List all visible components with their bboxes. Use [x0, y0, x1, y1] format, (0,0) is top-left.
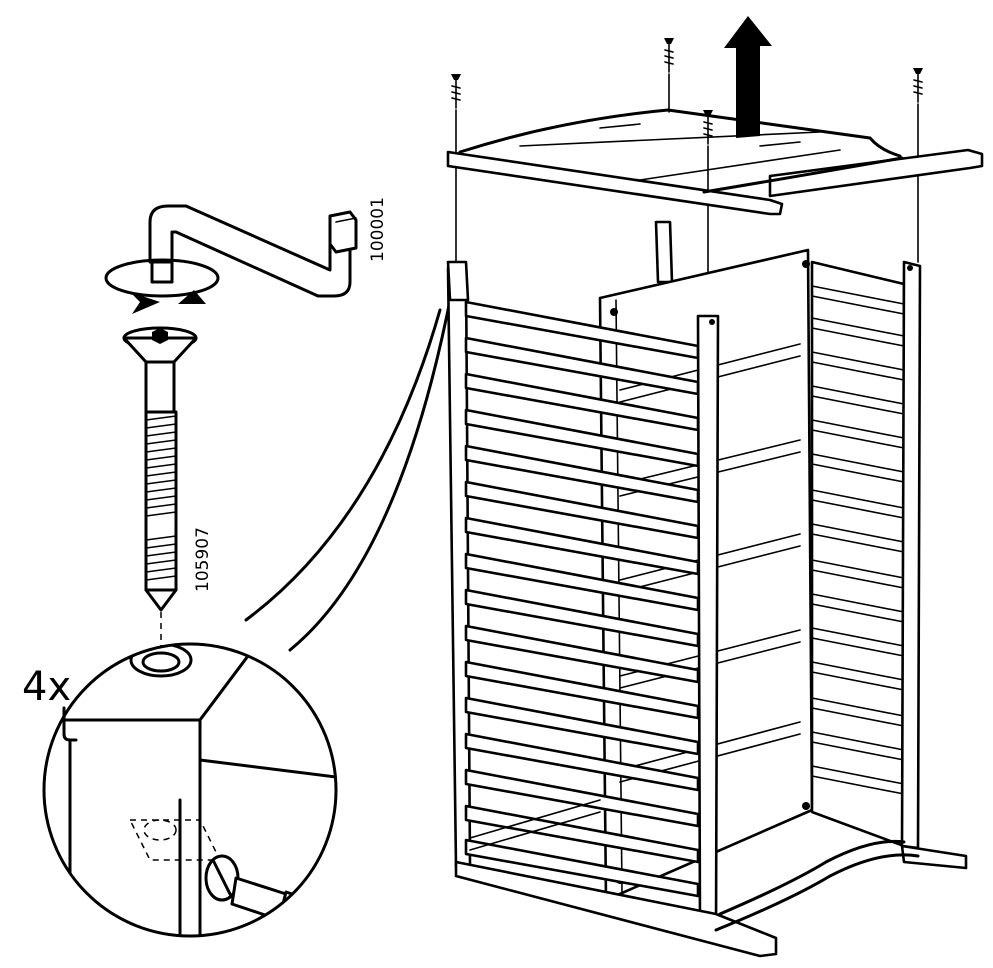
callout-leader-lower — [244, 308, 442, 622]
allen-wrench-icon — [148, 204, 358, 298]
crib-body — [446, 220, 968, 958]
screw-icon — [913, 68, 923, 103]
front-slats — [464, 300, 700, 898]
quantity-bracket — [62, 706, 78, 742]
screws — [451, 38, 923, 317]
wrench-article-number: 100001 — [368, 197, 388, 262]
screw-icon — [451, 74, 461, 109]
crib-base-frame — [446, 108, 984, 216]
callout-leader-upper — [288, 288, 454, 652]
detail-callout — [42, 642, 338, 938]
arrow-up-icon — [724, 16, 772, 138]
screw-icon — [664, 38, 674, 73]
bolt-icon — [122, 326, 198, 612]
bolt-article-number: 105907 — [193, 527, 213, 592]
rotate-clockwise-icon — [104, 258, 220, 314]
quantity-label: 4x — [22, 664, 71, 710]
